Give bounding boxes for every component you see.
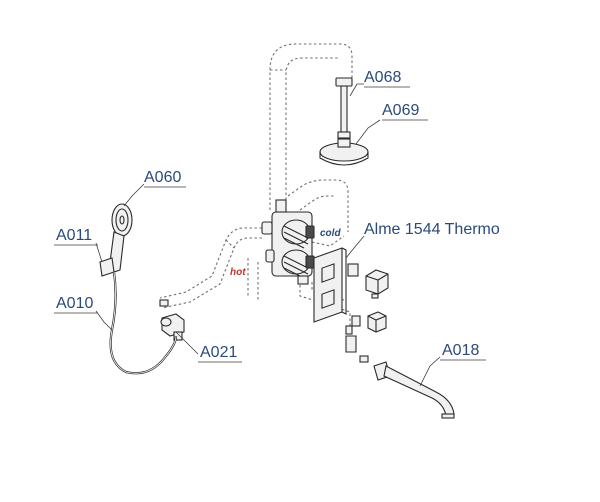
thermostat-trim-plate (313, 247, 359, 323)
hot-tag: hot (230, 267, 246, 278)
thermostatic-valve-body (261, 199, 315, 285)
hand-shower-holder-a011 (99, 257, 115, 277)
shower-hose-a010 (109, 271, 178, 375)
callout-a011: A011 (56, 227, 92, 244)
leader-lines (54, 83, 486, 387)
cold-tag: cold (320, 228, 341, 239)
rain-shower-head-a069 (319, 138, 369, 166)
callout-a010: A010 (56, 295, 93, 312)
wall-outlet-a021 (159, 299, 185, 341)
callout-a060: A060 (144, 169, 181, 186)
riser-pipe (269, 43, 353, 210)
callout-a069: A069 (382, 102, 419, 119)
bath-spout-a018 (345, 335, 455, 419)
callout-a018: A018 (442, 342, 479, 359)
callout-panel: Alme 1544 Thermo (364, 221, 500, 238)
cold-water-pipe (287, 179, 349, 247)
callout-a068: A068 (364, 69, 401, 86)
shower-arm-a068 (335, 77, 353, 139)
hot-water-pipe (159, 227, 262, 309)
control-knobs (345, 269, 389, 335)
callout-a021: A021 (200, 344, 237, 361)
